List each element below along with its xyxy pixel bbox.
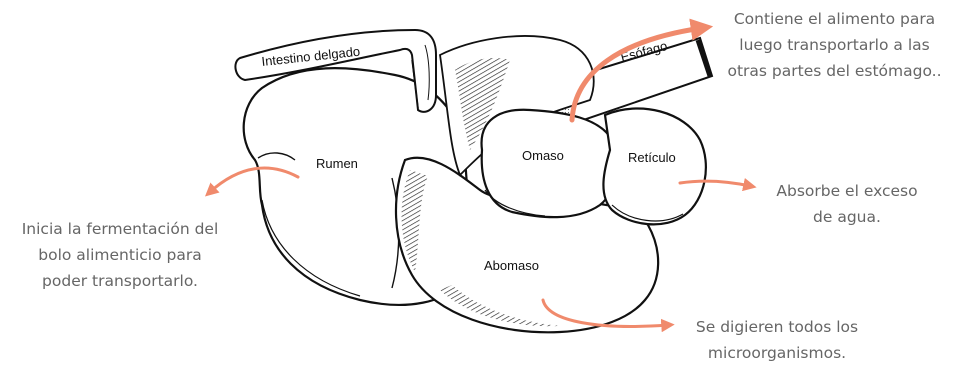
label-abomaso: Abomaso — [484, 258, 539, 273]
note-reticulo-line-1: Absorbe el exceso — [762, 178, 932, 204]
note-rumen-line-2: bolo alimenticio para — [4, 242, 236, 268]
note-omaso-line-3: otras partes del estómago.. — [722, 58, 947, 84]
note-omaso-line-2: luego transportarlo a las — [722, 32, 947, 58]
note-omaso: Contiene el alimento para luego transpor… — [722, 6, 947, 84]
note-reticulo: Absorbe el exceso de agua. — [762, 178, 932, 230]
note-rumen: Inicia la fermentación del bolo alimenti… — [4, 216, 236, 294]
note-rumen-line-3: poder transportarlo. — [4, 268, 236, 294]
note-abomaso-line-1: Se digieren todos los — [672, 314, 882, 340]
note-omaso-line-1: Contiene el alimento para — [722, 6, 947, 32]
note-abomaso-line-2: microorganismos. — [672, 340, 882, 366]
label-omaso: Omaso — [522, 148, 564, 163]
note-reticulo-line-2: de agua. — [762, 204, 932, 230]
label-reticulo: Retículo — [628, 150, 676, 165]
label-rumen: Rumen — [316, 156, 358, 171]
omaso — [482, 110, 618, 217]
reticulo — [603, 108, 705, 224]
note-rumen-line-1: Inicia la fermentación del — [4, 216, 236, 242]
note-abomaso: Se digieren todos los microorganismos. — [672, 314, 882, 366]
